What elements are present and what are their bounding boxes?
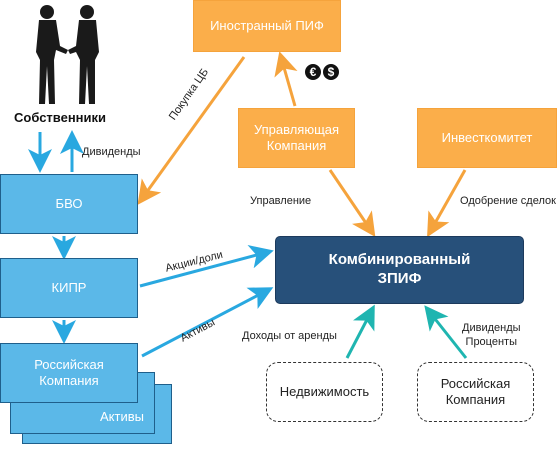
arrow-foreign-fund-to-bvo — [137, 56, 246, 205]
investment-committee-box: Инвесткомитет — [417, 108, 557, 168]
russian-company-right-box: Российская Компания — [417, 362, 534, 422]
russian-company-left-box: Российская Компания — [0, 343, 138, 403]
arrow-management-to-combined-fund — [328, 169, 376, 237]
dividends-interest-label: Дивиденды Проценты — [462, 322, 521, 349]
arrow-committee-to-combined-fund — [427, 169, 467, 238]
rent-income-label: Доходы от аренды — [242, 330, 337, 342]
arrow-management-to-foreign-fund — [274, 51, 298, 107]
euro-icon: € — [305, 64, 321, 80]
arrow-kipr-to-combined-fund — [139, 245, 274, 288]
real-estate-box: Недвижимость — [266, 362, 383, 422]
handshake-icon — [36, 5, 99, 104]
owners-label: Собственники — [14, 110, 107, 125]
bvo-box: БВО — [0, 174, 138, 234]
management-label: Управление — [250, 195, 312, 207]
deal-approval-label: Одобрение сделок — [460, 195, 556, 207]
dollar-icon: $ — [323, 64, 339, 80]
assets-stack-label: Активы — [100, 408, 144, 424]
management-company-box: Управляющая Компания — [238, 108, 355, 168]
dividends-label: Дивиденды — [82, 146, 141, 158]
arrow-russian-company-right-to-combined-fund — [424, 305, 468, 359]
arrow-russian-company-to-combined-fund — [141, 287, 274, 358]
arrow-real-estate-to-combined-fund — [345, 304, 375, 359]
foreign-fund-box: Иностранный ПИФ — [193, 0, 341, 52]
kipr-box: КИПР — [0, 258, 138, 318]
combined-fund-box: Комбинированный ЗПИФ — [275, 236, 524, 304]
